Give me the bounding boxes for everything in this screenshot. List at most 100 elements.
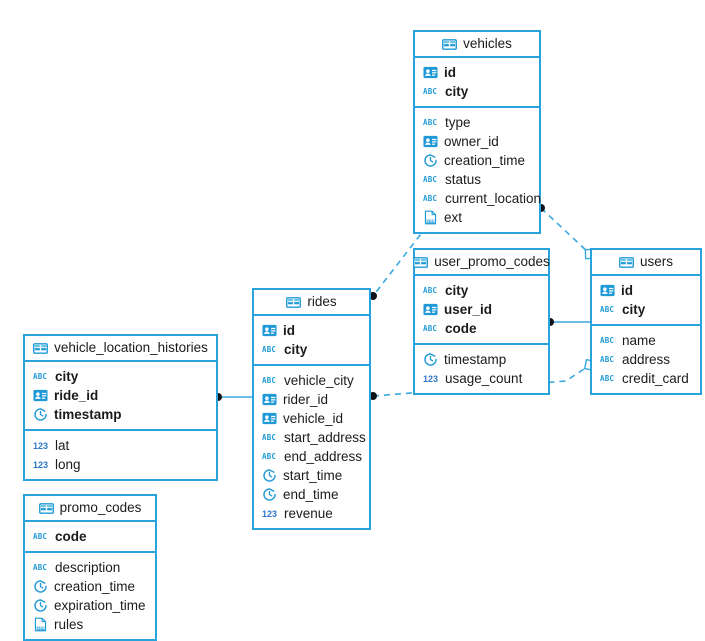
relationship-rel-vehicle_location_histories-rides[interactable] xyxy=(214,393,252,401)
field-name: code xyxy=(445,320,477,336)
json-icon: JSON xyxy=(33,617,48,632)
table-icon xyxy=(38,501,54,516)
entity-header[interactable]: vehicles xyxy=(415,32,539,58)
entity-header[interactable]: promo_codes xyxy=(25,496,155,522)
entity-header[interactable]: user_promo_codes xyxy=(413,250,550,276)
field-row[interactable]: creation_time xyxy=(25,577,155,596)
abc-icon: ABC xyxy=(423,193,438,203)
123-icon: 123 xyxy=(33,459,49,470)
key-field-row[interactable]: id xyxy=(592,281,700,300)
field-name: status xyxy=(445,171,482,187)
field-row[interactable]: rider_id xyxy=(254,390,369,409)
clock-icon xyxy=(33,407,48,422)
key-field-row[interactable]: ABC code xyxy=(415,319,548,338)
field-name: credit_card xyxy=(622,370,689,386)
abc-icon: ABC xyxy=(33,562,48,572)
entity-header[interactable]: users xyxy=(592,250,700,276)
field-row[interactable]: ABC credit_card xyxy=(592,369,700,388)
field-name: expiration_time xyxy=(54,597,146,613)
field-name: start_time xyxy=(283,467,343,483)
svg-text:JSON: JSON xyxy=(425,220,436,224)
field-row[interactable]: end_time xyxy=(254,485,369,504)
entity-header[interactable]: rides xyxy=(254,290,369,316)
field-name: id xyxy=(444,64,456,80)
field-name: usage_count xyxy=(445,370,523,386)
field-row[interactable]: timestamp xyxy=(415,350,548,369)
field-row[interactable]: ABC current_location xyxy=(415,189,542,208)
id-card-icon xyxy=(600,283,615,298)
field-row[interactable]: expiration_time xyxy=(25,596,155,615)
key-field-row[interactable]: timestamp xyxy=(25,405,216,424)
field-row[interactable]: vehicle_id xyxy=(254,409,369,428)
field-row[interactable]: creation_time xyxy=(415,151,539,170)
clock-icon xyxy=(33,598,48,613)
field-name: current_location xyxy=(445,190,542,206)
field-name: vehicle_city xyxy=(284,372,354,388)
field-name: timestamp xyxy=(444,351,507,367)
field-row[interactable]: start_time xyxy=(254,466,369,485)
field-name: ride_id xyxy=(54,387,99,403)
key-field-row[interactable]: id xyxy=(254,321,369,340)
entity-header[interactable]: vehicle_location_histories xyxy=(25,336,216,362)
abc-icon: ABC xyxy=(600,354,615,364)
id-card-icon xyxy=(262,411,277,426)
123-icon: 123 xyxy=(33,440,49,451)
table-icon xyxy=(413,255,429,270)
abc-icon: ABC xyxy=(33,371,48,381)
abc-icon: ABC xyxy=(600,373,615,383)
entity-title: vehicle_location_histories xyxy=(54,340,208,356)
field-name: end_time xyxy=(283,486,339,502)
relationship-rel-user_promo_codes-users[interactable] xyxy=(546,318,590,326)
clock-icon xyxy=(423,352,438,367)
entity-title: users xyxy=(639,254,673,270)
key-field-row[interactable]: id xyxy=(415,63,539,82)
field-row[interactable]: owner_id xyxy=(415,132,539,151)
id-card-icon xyxy=(33,388,48,403)
key-field-row[interactable]: ride_id xyxy=(25,386,216,405)
entity-title: user_promo_codes xyxy=(434,254,550,270)
key-field-row[interactable]: user_id xyxy=(415,300,548,319)
field-name: lat xyxy=(55,437,70,453)
abc-icon: ABC xyxy=(423,323,438,333)
field-name: city xyxy=(622,301,646,317)
field-row[interactable]: 123 lat xyxy=(25,436,216,455)
json-icon: JSON xyxy=(423,210,438,225)
field-name: city xyxy=(284,341,308,357)
abc-icon: ABC xyxy=(423,117,438,127)
field-name: name xyxy=(622,332,656,348)
field-name: code xyxy=(55,528,87,544)
